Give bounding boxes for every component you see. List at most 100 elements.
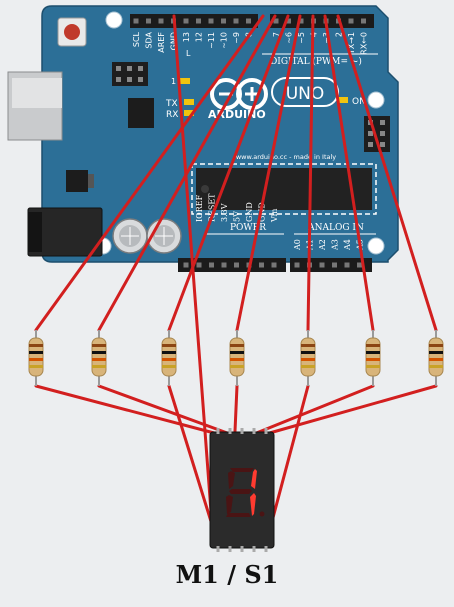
header-pin[interactable]: [196, 262, 202, 268]
chip-outline: [191, 163, 377, 215]
header-pin[interactable]: [183, 18, 189, 24]
wire: [235, 14, 302, 332]
capacitor: [112, 218, 148, 254]
header-pin[interactable]: [357, 262, 362, 268]
resistor-band: [230, 351, 244, 354]
pin-label: A3: [331, 239, 340, 251]
resistor-band: [366, 351, 380, 354]
pin-one-label: 1: [171, 77, 176, 86]
header-pin[interactable]: [146, 18, 151, 24]
pin-label: ~11: [207, 32, 216, 49]
resistor-band: [29, 365, 43, 368]
header-pin[interactable]: [208, 18, 214, 24]
header-pin[interactable]: [348, 18, 354, 24]
display-pin: [216, 428, 220, 434]
rx-led: [184, 110, 194, 116]
header-pin[interactable]: [209, 262, 214, 268]
wire: [172, 14, 214, 527]
icsp-header-2: [112, 62, 148, 86]
header-pin[interactable]: [133, 18, 139, 24]
resistor-band: [429, 344, 443, 347]
power-jack-front: [28, 212, 42, 252]
pin-label: 2: [335, 32, 344, 37]
voltage-regulator: [66, 170, 88, 192]
resistor-band: [301, 351, 315, 354]
resistor-band: [29, 351, 43, 354]
wire: [97, 384, 232, 436]
header-pin[interactable]: [319, 262, 325, 268]
rx-label: RX: [166, 110, 178, 120]
display-segments: [226, 468, 257, 517]
resistor: [91, 330, 107, 386]
header-pin[interactable]: [158, 18, 164, 24]
pin-label: ~3: [322, 32, 331, 44]
pin-label: ~6: [285, 32, 294, 44]
resistor-band: [29, 358, 43, 361]
display-pin: [216, 546, 220, 552]
segment-d: [226, 513, 251, 517]
resistor-row: [28, 330, 444, 386]
chip-notch: [201, 185, 209, 193]
wire: [252, 384, 375, 436]
arduino-uno-board: 1 TX RX ARDUINO UNO: [7, 5, 399, 272]
pin-label: AREF: [157, 32, 166, 53]
header-pin[interactable]: [271, 262, 277, 268]
header-strip: [130, 14, 258, 28]
resistor: [300, 330, 316, 386]
header-pin[interactable]: [259, 262, 264, 268]
header-pin[interactable]: [361, 18, 366, 24]
mounting-hole: [367, 91, 385, 109]
resistor-band: [301, 358, 315, 361]
resistor-band: [429, 358, 443, 361]
mounting-hole: [367, 237, 385, 255]
display-pin: [240, 428, 244, 434]
pin-label: 5V: [233, 211, 242, 222]
atmega-chip: [196, 168, 372, 210]
header-pin[interactable]: [332, 262, 337, 268]
pin-label: 3.3V: [220, 203, 229, 222]
analog-label: ANALOG IN: [307, 223, 364, 233]
header-pin[interactable]: [196, 18, 201, 24]
header-pin[interactable]: [344, 262, 350, 268]
wire: [323, 14, 375, 332]
resistor-band: [92, 344, 106, 347]
header-pin[interactable]: [234, 262, 239, 268]
resistor-band: [162, 351, 176, 354]
resistor-band: [29, 344, 43, 347]
header-pin[interactable]: [183, 262, 189, 268]
regulator-tab: [88, 174, 94, 188]
resistor-band: [92, 365, 106, 368]
wire: [264, 384, 438, 436]
header-pin[interactable]: [273, 18, 279, 24]
pin-label: ~10: [220, 32, 229, 49]
resistor-band: [230, 344, 244, 347]
mounting-hole: [105, 11, 123, 29]
header-pin[interactable]: [298, 18, 304, 24]
resistor: [161, 330, 177, 386]
resistor: [28, 330, 44, 386]
pin-label: RX←0: [360, 32, 369, 55]
segment-f: [228, 471, 235, 489]
l-label: L: [186, 49, 191, 58]
header-pin[interactable]: [286, 18, 291, 24]
resistor-body: [229, 337, 245, 377]
wire: [306, 14, 315, 332]
reset-button-cap[interactable]: [64, 24, 80, 40]
header-pin[interactable]: [233, 18, 239, 24]
uno-label: UNO: [286, 84, 325, 104]
pin-label: TX→1: [347, 32, 356, 55]
resistor: [428, 330, 444, 386]
header-pin[interactable]: [221, 18, 226, 24]
header-pin[interactable]: [294, 262, 300, 268]
pin-label: GND: [245, 202, 254, 222]
resistor-band: [162, 358, 176, 361]
display-pin: [228, 546, 232, 552]
header-pin[interactable]: [246, 18, 251, 24]
resistor-body: [161, 337, 177, 377]
resistor-band: [162, 344, 176, 347]
seven-segment-display: [209, 428, 275, 552]
resistor-body: [365, 337, 381, 377]
header-pin[interactable]: [221, 262, 227, 268]
resistor: [365, 330, 381, 386]
